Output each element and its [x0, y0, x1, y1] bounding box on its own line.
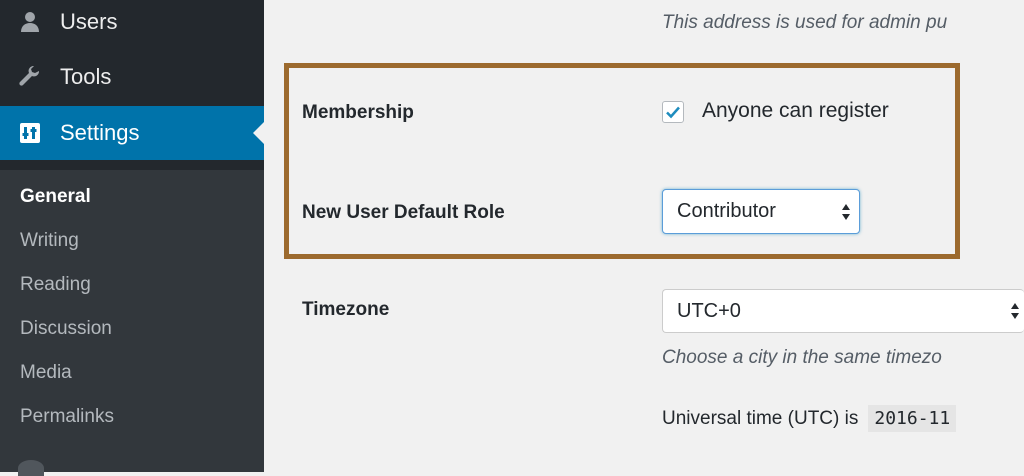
default-role-label: New User Default Role	[302, 202, 505, 223]
select-arrows-icon	[842, 203, 850, 220]
wrench-icon	[18, 65, 42, 89]
menu-item-label: Tools	[60, 64, 112, 89]
checkmark-icon	[666, 106, 680, 119]
anyone-can-register-checkbox[interactable]	[662, 101, 684, 123]
users-icon	[18, 10, 42, 34]
submenu-item-general[interactable]: General	[20, 186, 91, 207]
settings-submenu: General Writing Reading Discussion Media…	[0, 170, 264, 472]
menu-item-settings[interactable]: Settings	[0, 106, 265, 160]
select-arrows-icon	[1011, 303, 1019, 319]
timezone-select[interactable]: UTC+0	[662, 289, 1024, 333]
menu-item-users[interactable]: Users	[0, 0, 264, 44]
timezone-description: Choose a city in the same timezo	[662, 347, 942, 368]
highlight-annotation-box	[284, 63, 960, 259]
utc-time-line: Universal time (UTC) is 2016-11	[662, 405, 957, 432]
admin-email-description: This address is used for admin pu	[662, 12, 948, 33]
active-menu-pointer	[253, 121, 265, 145]
menu-item-label: Settings	[60, 120, 140, 145]
submenu-item-discussion[interactable]: Discussion	[20, 318, 112, 339]
collapsed-menu-icon	[18, 460, 44, 476]
submenu-item-permalinks[interactable]: Permalinks	[20, 406, 114, 427]
default-role-value: Contributor	[677, 200, 776, 222]
utc-time-value: 2016-11	[868, 405, 957, 432]
default-role-select[interactable]: Contributor	[662, 189, 860, 234]
timezone-label: Timezone	[302, 299, 390, 320]
settings-content: This address is used for admin pu Member…	[264, 0, 1024, 472]
anyone-can-register-label[interactable]: Anyone can register	[702, 99, 889, 122]
submenu-item-writing[interactable]: Writing	[20, 230, 79, 251]
submenu-item-media[interactable]: Media	[20, 362, 72, 383]
utc-label: Universal time (UTC) is	[662, 407, 859, 429]
timezone-value: UTC+0	[677, 299, 741, 322]
menu-item-label: Users	[60, 9, 118, 34]
submenu-item-reading[interactable]: Reading	[20, 274, 91, 295]
settings-icon	[18, 121, 42, 145]
membership-label: Membership	[302, 102, 414, 123]
menu-item-tools[interactable]: Tools	[0, 52, 264, 102]
admin-sidebar: Users Tools Settings General Writing Rea…	[0, 0, 265, 476]
